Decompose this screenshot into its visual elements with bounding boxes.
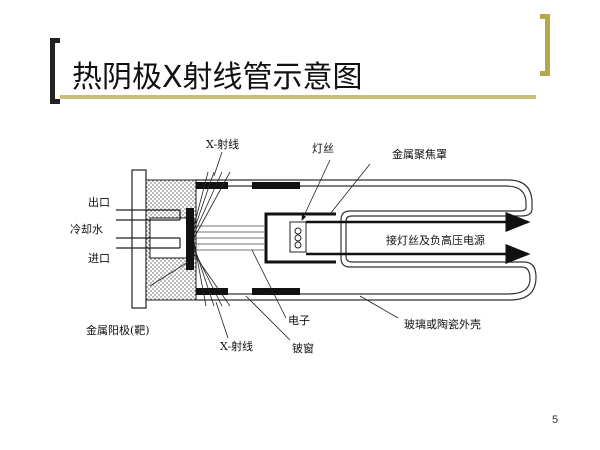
left-bracket-decoration — [50, 38, 60, 104]
label-filament: 灯丝 — [312, 142, 334, 155]
label-shell: 玻璃或陶瓷外壳 — [404, 317, 481, 331]
slide-title: 热阴极X射线管示意图 — [72, 60, 363, 95]
label-xray-bottom: X-射线 — [220, 339, 253, 353]
xray-fan — [193, 171, 231, 307]
label-window: 铍窗 — [292, 341, 314, 355]
metal-anode — [186, 208, 194, 270]
label-outlet: 出口 — [88, 195, 110, 209]
right-bracket-decoration — [540, 14, 550, 76]
focus-cup — [264, 212, 336, 264]
title-underline-bar — [60, 95, 536, 99]
label-inlet: 进口 — [88, 252, 110, 265]
label-xray-top: X-射线 — [206, 137, 239, 151]
filament — [289, 221, 307, 253]
metal-base-plate — [131, 169, 147, 309]
label-cooling-water: 冷却水 — [70, 223, 103, 236]
label-filament-supply: 接灯丝及负高压电源 — [386, 233, 485, 247]
label-focus-cup: 金属聚焦罩 — [392, 147, 447, 161]
label-electron: 电子 — [288, 314, 310, 327]
electron-beam — [196, 225, 264, 251]
page-number: 5 — [552, 414, 559, 426]
leader-lines — [149, 151, 399, 341]
label-anode: 金属阳极(靶) — [86, 323, 150, 337]
seal-bars — [196, 182, 300, 295]
